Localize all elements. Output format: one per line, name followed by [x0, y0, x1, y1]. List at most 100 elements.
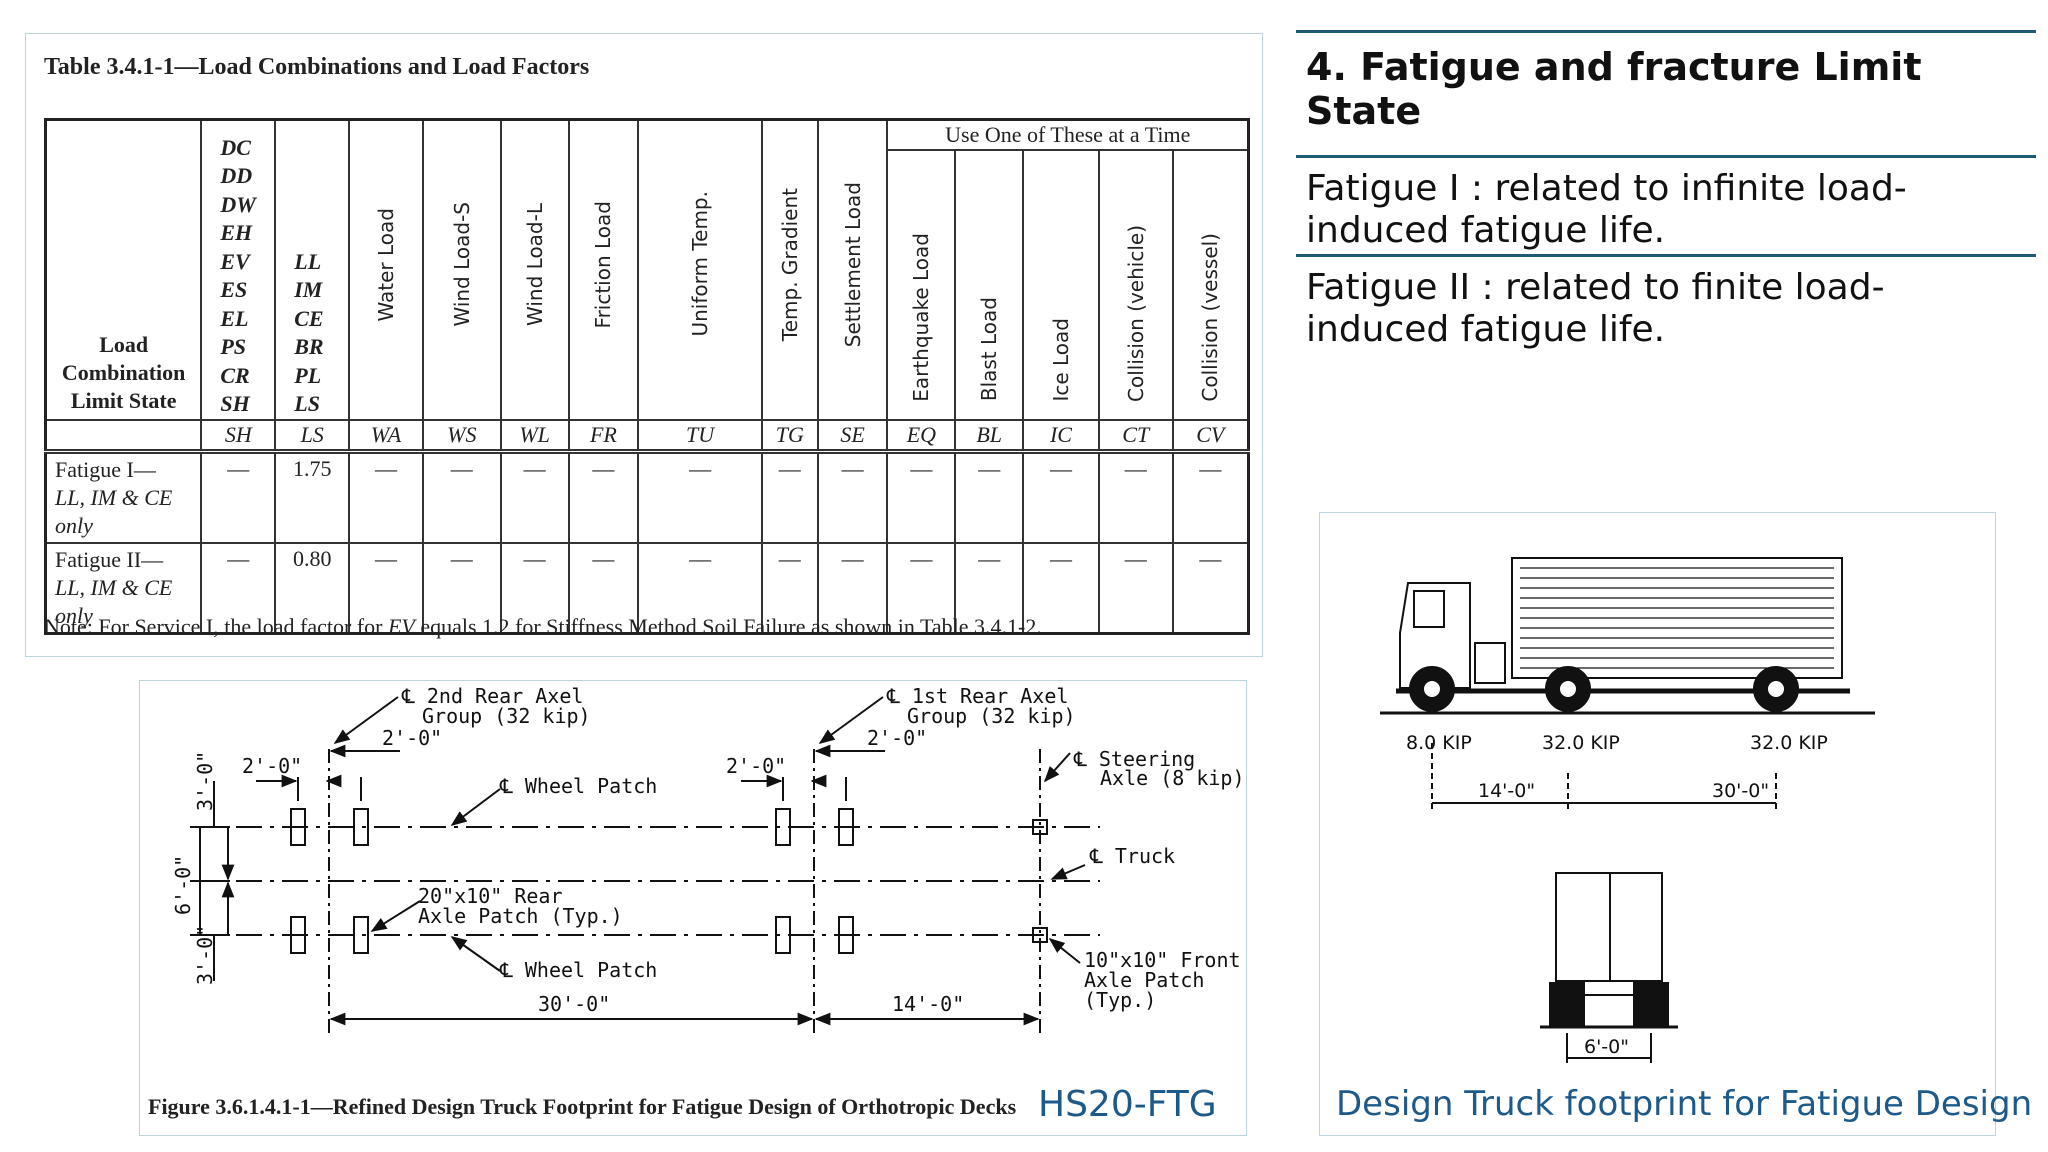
- table-row: Fatigue I— LL, IM & CE only — 1.75 — — —…: [44, 449, 1250, 544]
- spacing-30ft: 30'-0": [1712, 780, 1769, 802]
- rear-patch: [775, 808, 791, 846]
- front-patch-label: 10"x10" Front: [1084, 948, 1241, 972]
- table-row: Fatigue II— LL, IM & CE only — 0.80 — — …: [44, 542, 1250, 635]
- col-water-load: Water Load: [348, 118, 424, 421]
- rear-patch-label: Axle Patch (Typ.): [418, 904, 623, 928]
- slide-heading: 4. Fatigue and fracture Limit State: [1306, 45, 1922, 133]
- truck-centerline-label: ℄ Truck: [1089, 844, 1175, 868]
- fatigue-2-description: Fatigue II : related to finite load- ind…: [1306, 267, 1885, 350]
- table-cell: —: [421, 542, 502, 635]
- col-collision-vessel: Collision (vessel): [1171, 148, 1250, 421]
- col-earthquake-load: Earthquake Load: [886, 148, 957, 421]
- hs20-ftg-label: HS20-FTG: [1038, 1084, 1217, 1125]
- table-cell: —: [499, 542, 570, 635]
- code-fr: FR: [567, 419, 640, 453]
- rear-patch: [838, 808, 854, 846]
- fatigue-1-description: Fatigue I : related to infinite load- in…: [1306, 168, 1907, 251]
- figure-caption: Figure 3.6.1.4.1-1—Refined Design Truck …: [148, 1094, 1017, 1119]
- code-wl: WL: [499, 419, 570, 453]
- divider: [1296, 30, 2036, 33]
- table-cell: —: [421, 449, 502, 544]
- table-cell: —: [348, 449, 424, 544]
- design-truck-drawing: 8.0 KIP 32.0 KIP 32.0 KIP 14'-0" 30'-0" …: [1380, 557, 1875, 1063]
- table-cell: —: [954, 449, 1025, 544]
- dim-3ft-top: 3'-0": [193, 751, 217, 811]
- dim-2ft: 2'-0": [726, 754, 786, 778]
- table-cell: —: [637, 542, 763, 635]
- design-truck-panel: 8.0 KIP 32.0 KIP 32.0 KIP 14'-0" 30'-0" …: [1319, 512, 1996, 1136]
- rear-patch: [353, 808, 369, 846]
- dim-30ft: 30'-0": [538, 992, 610, 1016]
- col-ice-load: Ice Load: [1022, 148, 1100, 421]
- steering-label: Axle (8 kip): [1100, 766, 1245, 790]
- col-uniform-temp: Uniform Temp.: [637, 118, 763, 421]
- dim-2ft: 2'-0": [242, 754, 302, 778]
- axle-load: 32.0 KIP: [1750, 732, 1828, 754]
- rear-patch: [775, 916, 791, 954]
- group-header: Use One of These at a Time: [886, 118, 1250, 151]
- rear-patch: [290, 916, 306, 954]
- table-cell: —: [567, 542, 640, 635]
- col-blast-load: Blast Load: [954, 148, 1025, 421]
- front-patch: [1032, 819, 1048, 835]
- rear2-label: Group (32 kip): [422, 704, 591, 728]
- table-cell: 1.75: [274, 449, 351, 544]
- divider: [1296, 155, 2036, 158]
- axle-load: 32.0 KIP: [1542, 732, 1620, 754]
- rear-patch: [838, 916, 854, 954]
- rear1-label: ℄ 1st Rear Axel: [886, 684, 1068, 708]
- table-cell: —: [816, 542, 889, 635]
- code-tu: TU: [637, 419, 763, 453]
- table-cell: —: [1097, 449, 1174, 544]
- front-patch: [1032, 927, 1048, 943]
- code-row-spacer: [44, 419, 203, 453]
- table-cell: —: [1171, 449, 1250, 544]
- table-cell: —: [1171, 542, 1250, 635]
- truck-footprint-figure: ℄ 2nd Rear Axel Group (32 kip) ℄ 1st Rea…: [139, 680, 1247, 1136]
- axle-load: 8.0 KIP: [1406, 732, 1472, 754]
- table-cell: —: [200, 449, 277, 544]
- col-temp-gradient: Temp. Gradient: [760, 118, 819, 421]
- code-wa: WA: [348, 419, 424, 453]
- col-wind-load-l: Wind Load-L: [499, 118, 570, 421]
- code-ws: WS: [421, 419, 502, 453]
- rear1-label: Group (32 kip): [907, 704, 1076, 728]
- table-cell: —: [567, 449, 640, 544]
- table-cell: —: [1022, 542, 1100, 635]
- table-cell: —: [348, 542, 424, 635]
- table-cell: —: [499, 449, 570, 544]
- table-title: Table 3.4.1-1—Load Combinations and Load…: [44, 54, 590, 80]
- table-cell: —: [637, 449, 763, 544]
- wheel-patch-label: ℄ Wheel Patch: [499, 774, 657, 798]
- front-patch-label: (Typ.): [1084, 988, 1156, 1012]
- table-cell: —: [886, 449, 957, 544]
- row-label-fatigue-1: Fatigue I— LL, IM & CE only: [44, 449, 203, 544]
- table-cell: —: [886, 542, 957, 635]
- table-cell: —: [200, 542, 277, 635]
- code-eq: EQ: [886, 419, 957, 453]
- col-settlement-load: Settlement Load: [816, 118, 889, 421]
- table-cell: —: [760, 542, 819, 635]
- table-cell: —: [816, 449, 889, 544]
- table-cell: —: [1022, 449, 1100, 544]
- code-cv: CV: [1171, 419, 1250, 453]
- dim-2ft: 2'-0": [867, 726, 927, 750]
- spacing-14ft: 14'-0": [1478, 780, 1535, 802]
- wheel-patch-label: ℄ Wheel Patch: [499, 958, 657, 982]
- code-se: SE: [816, 419, 889, 453]
- cab-window: [1413, 590, 1445, 628]
- table-cell: —: [1097, 542, 1174, 635]
- dim-6ft: 6'-0": [171, 855, 195, 915]
- load-factor-table-panel: Table 3.4.1-1—Load Combinations and Load…: [25, 33, 1263, 657]
- table-cell: 0.80: [274, 542, 351, 635]
- combination-header: Load Combination Limit State: [44, 118, 203, 421]
- limit-state-text: 4. Fatigue and fracture Limit State Fati…: [1296, 30, 2036, 353]
- dim-2ft: 2'-0": [382, 726, 442, 750]
- rear2-label: ℄ 2nd Rear Axel: [401, 684, 583, 708]
- dim-3ft-bottom: 3'-0": [193, 925, 217, 985]
- rear-width: 6'-0": [1584, 1036, 1629, 1058]
- rear-patch-label: 20"x10" Rear: [418, 884, 563, 908]
